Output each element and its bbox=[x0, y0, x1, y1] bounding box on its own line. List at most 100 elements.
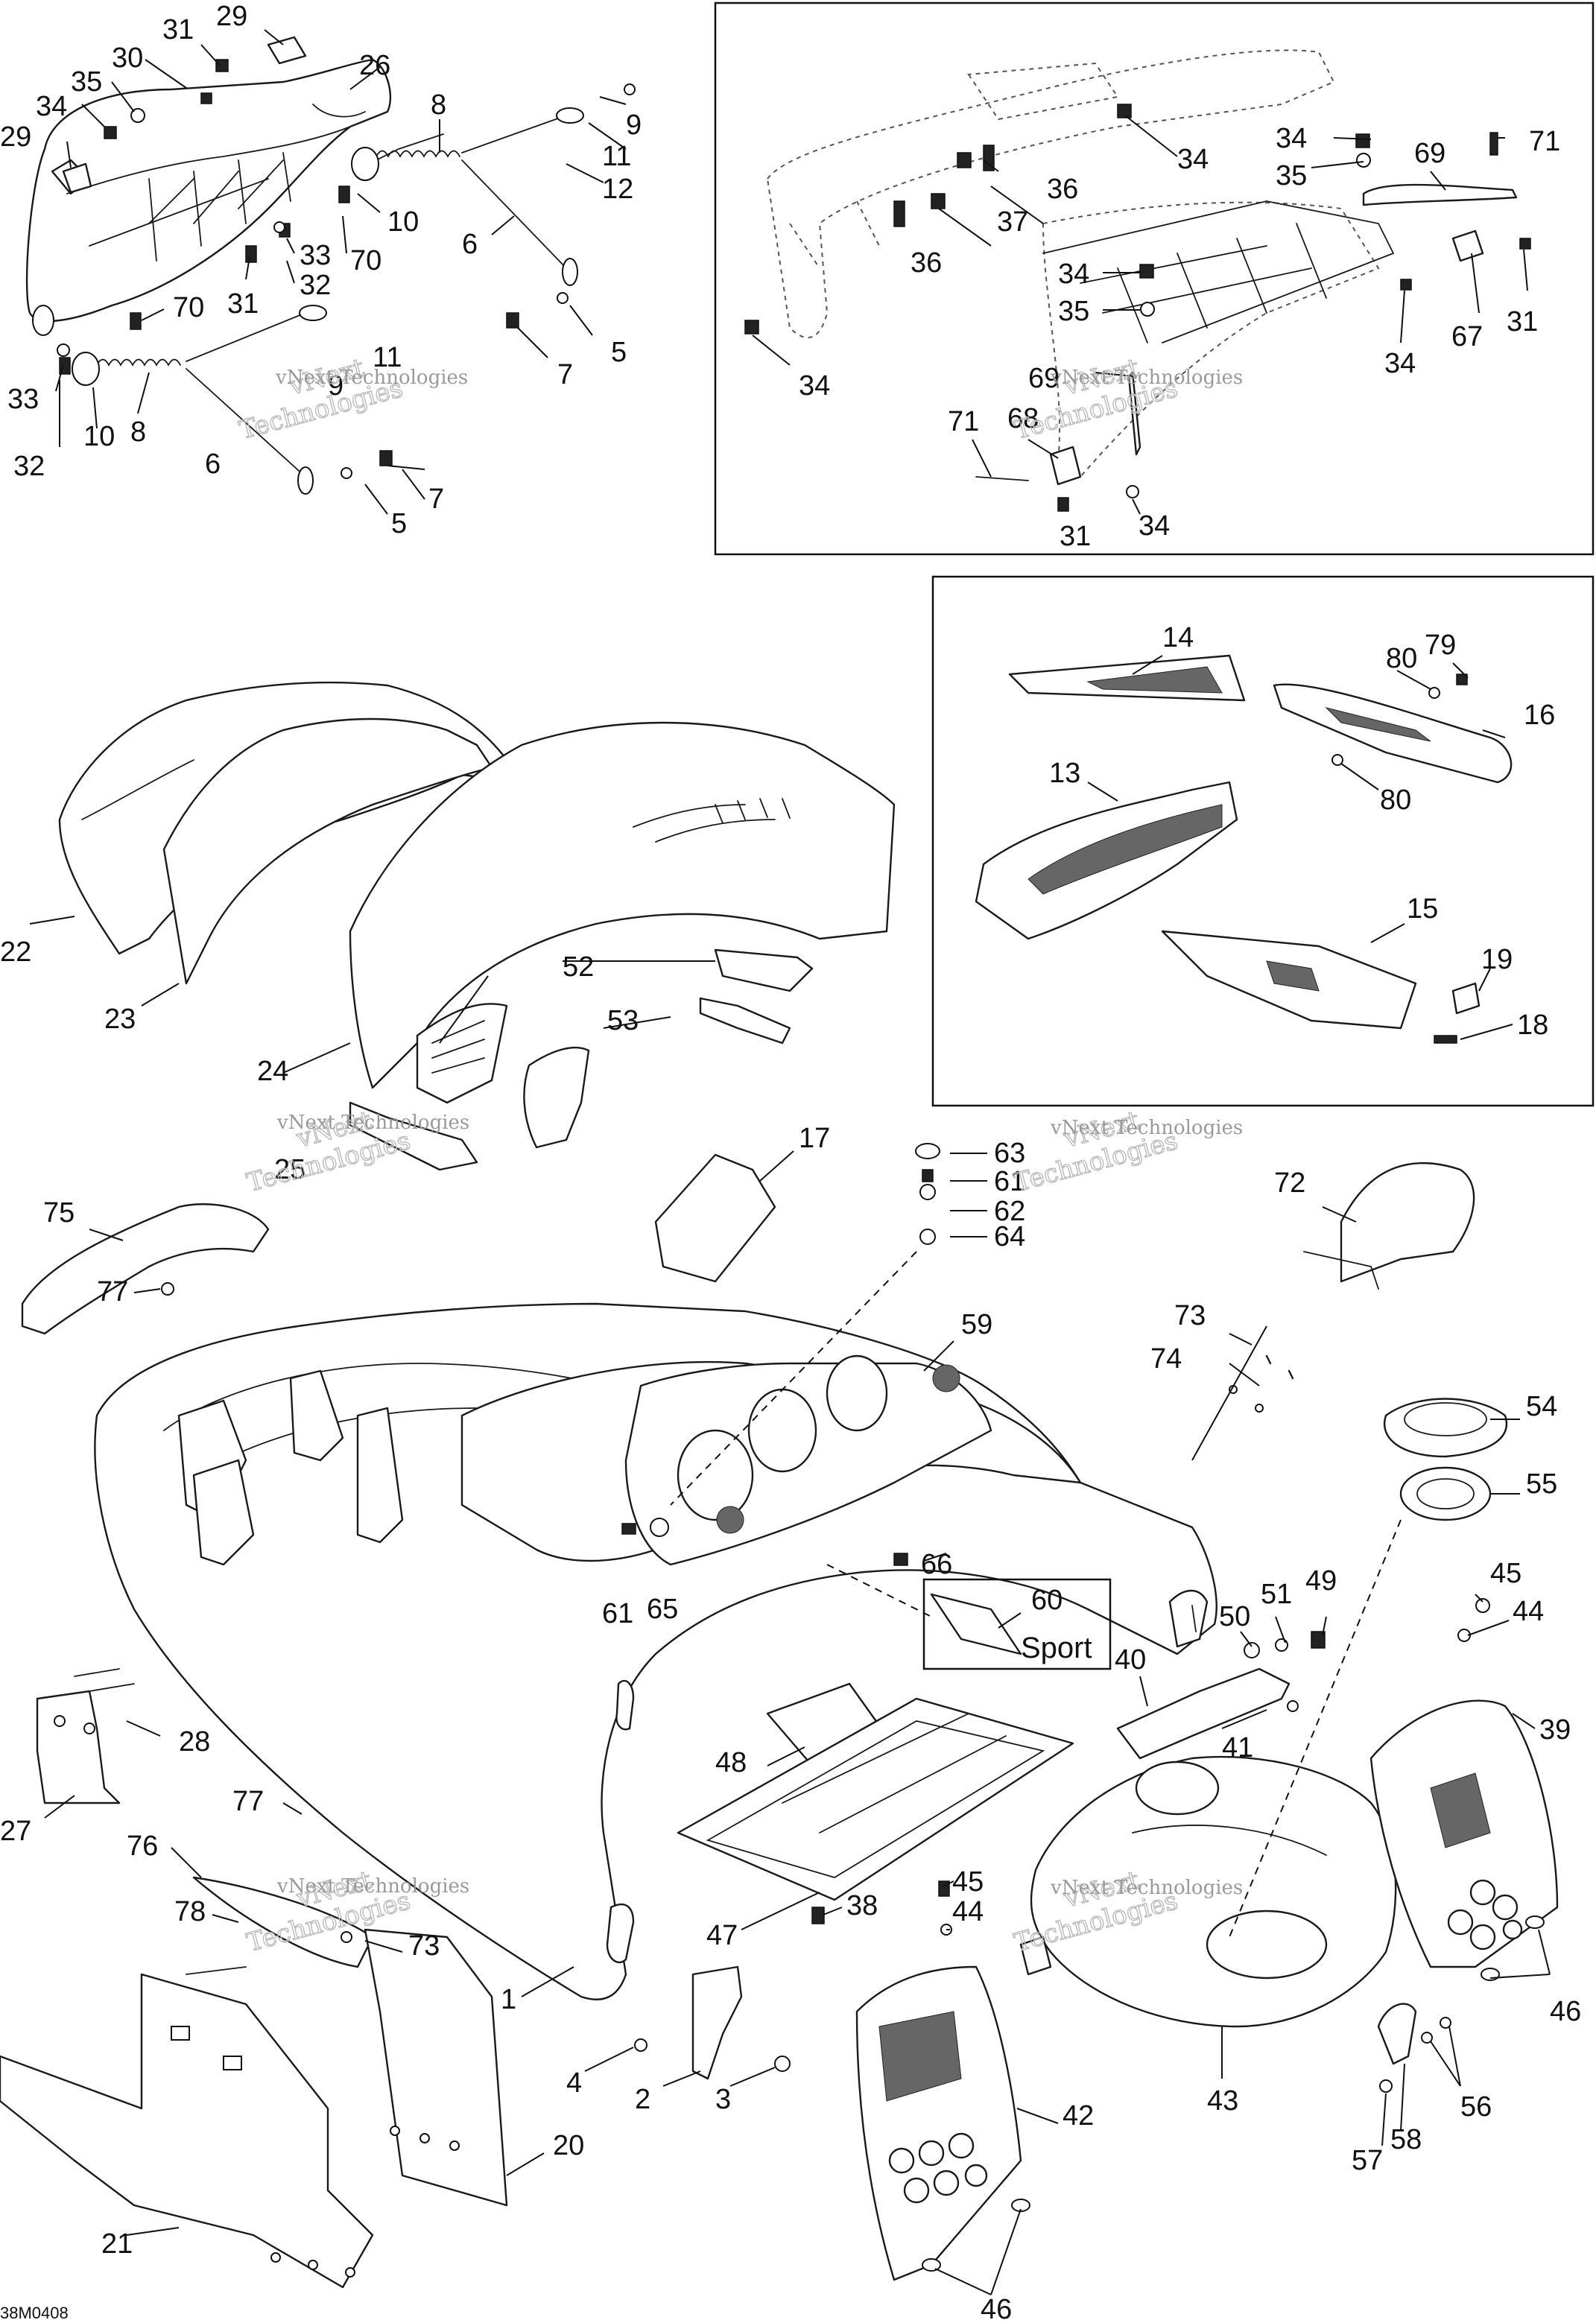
leader-lines bbox=[29, 29, 1551, 2295]
callout-53: 53 bbox=[607, 1005, 639, 1036]
drawing-code: 38M0408 bbox=[0, 2304, 69, 2322]
watermark-small: vNext Technologies bbox=[275, 367, 468, 389]
callout-73-a: 73 bbox=[1174, 1300, 1206, 1331]
callout-45-b: 45 bbox=[952, 1866, 984, 1898]
callout-27: 27 bbox=[0, 1816, 31, 1847]
callout-31-d: 31 bbox=[1060, 521, 1091, 552]
callout-44-b: 44 bbox=[952, 1896, 984, 1927]
watermark-small: vNext Technologies bbox=[1050, 1117, 1243, 1139]
callout-52: 52 bbox=[563, 951, 594, 983]
callout-2: 2 bbox=[635, 2084, 650, 2115]
callout-22: 22 bbox=[0, 937, 31, 968]
callout-30: 30 bbox=[112, 42, 143, 74]
callout-13: 13 bbox=[1049, 758, 1080, 789]
callout-8-a: 8 bbox=[431, 89, 446, 121]
callout-7-a: 7 bbox=[557, 359, 573, 390]
gauge-fasteners bbox=[621, 1143, 1490, 1642]
watermark-small: vNext Technologies bbox=[1050, 367, 1243, 389]
callout-72: 72 bbox=[1274, 1167, 1305, 1199]
callout-14: 14 bbox=[1162, 622, 1194, 653]
callout-29-b: 29 bbox=[0, 121, 31, 153]
callout-54: 54 bbox=[1526, 1391, 1557, 1422]
callout-77-a: 77 bbox=[97, 1276, 128, 1308]
callout-71-a: 71 bbox=[1529, 126, 1560, 157]
rear-grip bbox=[21, 1203, 270, 1335]
storage-tray bbox=[677, 1682, 1074, 1901]
callout-9-b: 9 bbox=[328, 370, 343, 402]
callout-10-b: 10 bbox=[83, 421, 115, 452]
intake-housing bbox=[1019, 1755, 1397, 2028]
callout-44-a: 44 bbox=[1513, 1596, 1544, 1627]
callout-8-b: 8 bbox=[130, 416, 146, 448]
callout-43: 43 bbox=[1207, 2085, 1238, 2117]
callout-34-b: 34 bbox=[1276, 123, 1307, 154]
callout-40: 40 bbox=[1115, 1644, 1146, 1676]
front-plates bbox=[36, 1668, 374, 1975]
callout-21: 21 bbox=[101, 2228, 133, 2260]
callout-61-b: 61 bbox=[602, 1598, 633, 1629]
callout-6-a: 6 bbox=[462, 229, 478, 260]
watermark-small: vNext Technologies bbox=[1050, 1877, 1243, 1899]
callout-56: 56 bbox=[1460, 2091, 1492, 2123]
callout-68: 68 bbox=[1007, 403, 1039, 434]
callout-11-b: 11 bbox=[373, 342, 402, 373]
callout-15: 15 bbox=[1407, 893, 1438, 925]
callout-12-a: 12 bbox=[602, 174, 633, 205]
callout-34-d: 34 bbox=[1058, 259, 1089, 290]
watermark-small: vNext Technologies bbox=[276, 1875, 469, 1898]
callout-10-a: 10 bbox=[387, 206, 419, 238]
callout-1: 1 bbox=[501, 1984, 516, 2015]
main-hood bbox=[94, 1302, 1217, 2000]
callout-80-b: 80 bbox=[1380, 785, 1411, 816]
callout-46-a: 46 bbox=[1550, 1996, 1581, 2027]
bracket-40 bbox=[1116, 1631, 1326, 1760]
callout-42: 42 bbox=[1063, 2100, 1094, 2132]
callout-4: 4 bbox=[566, 2067, 582, 2099]
callout-45-a: 45 bbox=[1490, 1558, 1521, 1589]
callout-9-a: 9 bbox=[626, 110, 642, 141]
callout-48: 48 bbox=[715, 1747, 747, 1778]
callout-58: 58 bbox=[1390, 2124, 1422, 2155]
callout-63: 63 bbox=[994, 1138, 1025, 1169]
callout-38: 38 bbox=[846, 1890, 878, 1921]
callout-32-b: 32 bbox=[13, 451, 45, 482]
callout-34-f: 34 bbox=[799, 370, 830, 402]
callout-34-e: 34 bbox=[1384, 348, 1416, 379]
callout-35-b: 35 bbox=[1276, 160, 1307, 191]
handlebar-ghost-assembly bbox=[766, 49, 1380, 478]
callout-17: 17 bbox=[799, 1123, 830, 1154]
callout-35-a: 35 bbox=[71, 66, 102, 98]
hardware-top-left bbox=[57, 59, 636, 479]
watermark-small: vNext Technologies bbox=[276, 1112, 469, 1134]
callout-69-b: 69 bbox=[1028, 363, 1060, 394]
callout-50: 50 bbox=[1219, 1601, 1250, 1632]
grille-parts bbox=[975, 654, 1513, 1044]
callout-70-b: 70 bbox=[173, 292, 204, 323]
callout-34-a: 34 bbox=[36, 91, 67, 122]
callout-55: 55 bbox=[1526, 1468, 1557, 1500]
callout-49: 49 bbox=[1305, 1565, 1337, 1597]
callout-20: 20 bbox=[553, 2130, 584, 2161]
spring-cable-assembly bbox=[72, 107, 584, 495]
callout-77-b: 77 bbox=[232, 1786, 264, 1817]
callout-7-b: 7 bbox=[428, 484, 444, 515]
callout-23: 23 bbox=[104, 1004, 136, 1035]
callout-18: 18 bbox=[1517, 1010, 1548, 1041]
callout-31-a: 31 bbox=[162, 14, 194, 45]
callout-32-a: 32 bbox=[300, 270, 331, 301]
callout-57: 57 bbox=[1352, 2145, 1383, 2176]
callout-36-a: 36 bbox=[1047, 174, 1078, 205]
callout-26: 26 bbox=[359, 50, 390, 81]
cap-56 bbox=[1377, 2003, 1451, 2093]
callout-74: 74 bbox=[1150, 1343, 1182, 1375]
side-panel-39 bbox=[1369, 1699, 1559, 1981]
side-panel-42 bbox=[855, 1965, 1030, 2281]
callout-41: 41 bbox=[1222, 1732, 1253, 1763]
handle-frame-assembly bbox=[25, 36, 392, 336]
callout-51: 51 bbox=[1261, 1579, 1292, 1610]
callout-65: 65 bbox=[647, 1594, 678, 1625]
callout-59: 59 bbox=[961, 1309, 992, 1340]
callout-24: 24 bbox=[257, 1056, 288, 1087]
gauge-panel bbox=[654, 1153, 1507, 1521]
